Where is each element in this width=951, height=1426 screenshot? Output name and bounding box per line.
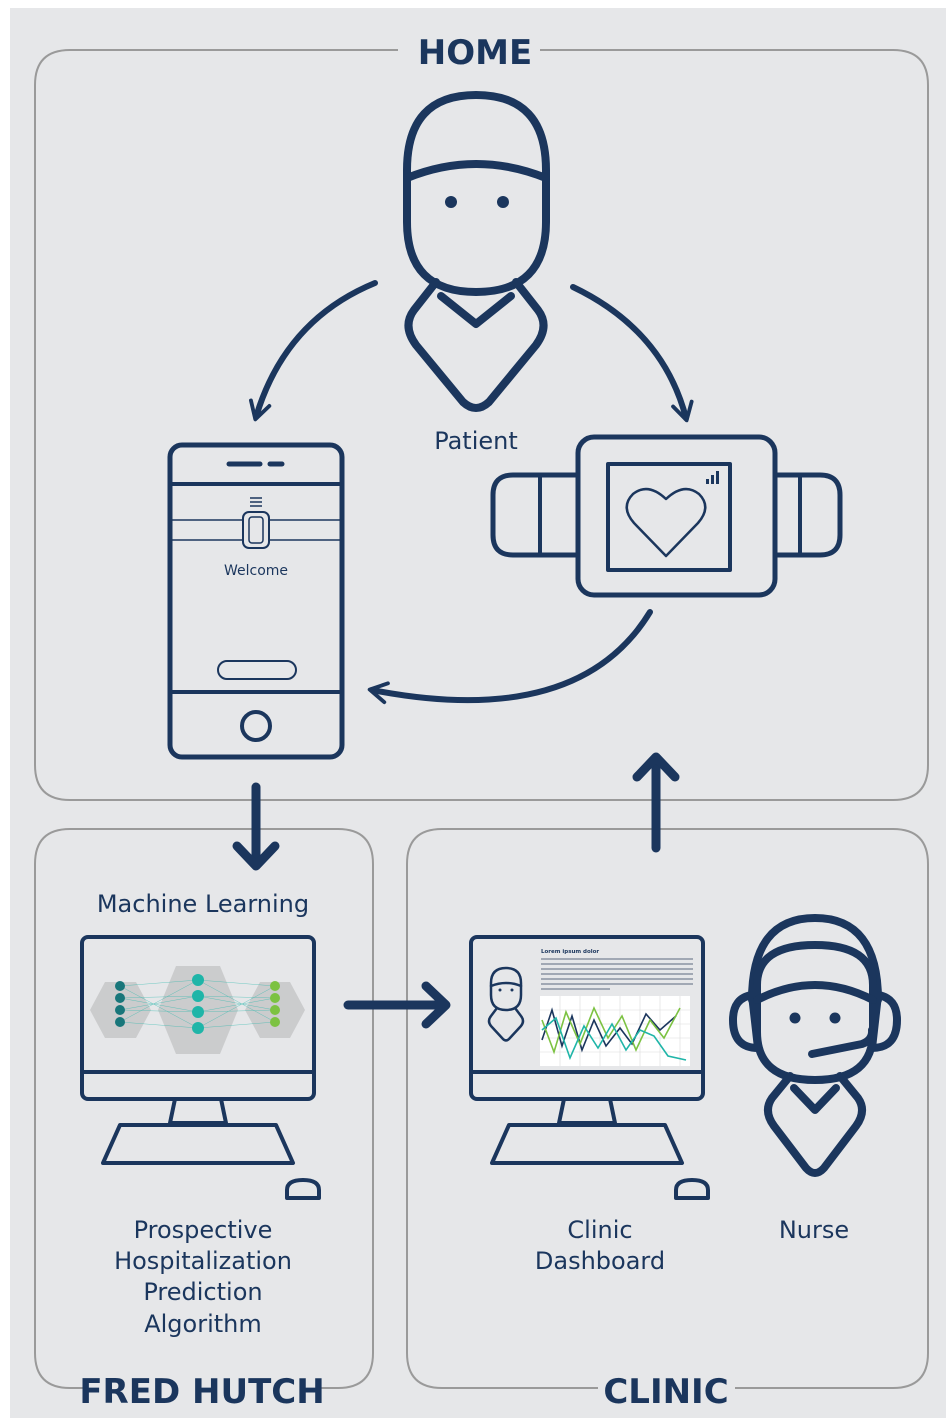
algorithm-label-line-1: Prospective <box>134 1216 273 1244</box>
neural-network-icon <box>90 966 305 1054</box>
dashboard-patient-icon <box>487 966 525 1042</box>
heart-icon <box>625 487 707 558</box>
dashboard-text-lines <box>541 958 693 990</box>
nurse-label: Nurse <box>779 1216 849 1244</box>
ml-monitor-icon <box>80 935 321 1200</box>
dashboard-label-line-2: Dashboard <box>535 1247 665 1275</box>
welcome-label: Welcome <box>224 563 288 579</box>
clinic-section-border <box>406 828 929 1389</box>
dashboard-label-line-1: Clinic <box>567 1216 632 1244</box>
algorithm-label-line-4: Algorithm <box>144 1310 262 1338</box>
home-section-title: HOME <box>418 33 532 73</box>
fred-hutch-section-border <box>34 828 374 1389</box>
fred-hutch-section-title: FRED HUTCH <box>79 1372 324 1412</box>
smartphone-icon <box>167 442 345 760</box>
signal-bars-icon <box>706 471 719 484</box>
arrow-patient-to-watch <box>570 284 694 423</box>
home-section-border <box>34 49 929 801</box>
clinic-monitor-icon <box>469 935 710 1200</box>
clinic-section-title: CLINIC <box>603 1372 728 1412</box>
arrow-clinic-to-home-head <box>632 752 680 782</box>
patient-label: Patient <box>434 427 518 455</box>
arrow-patient-to-phone <box>249 280 378 422</box>
dashboard-screen-heading: Lorem ipsum dolor <box>541 949 599 955</box>
machine-learning-label: Machine Learning <box>97 890 309 918</box>
line-chart-icon <box>540 996 690 1066</box>
smartwatch-icon <box>490 434 843 598</box>
arrow-watch-to-phone <box>367 609 653 705</box>
arrow-machine-learning-to-clinic-head <box>421 981 451 1029</box>
patient-icon <box>403 91 550 412</box>
algorithm-label-line-2: Hospitalization <box>114 1247 292 1275</box>
arrow-phone-to-machine-learning-head <box>232 841 280 871</box>
diagram-panel <box>10 8 946 1418</box>
algorithm-label-line-3: Prediction <box>143 1278 262 1306</box>
nurse-headset-icon <box>729 914 901 1177</box>
